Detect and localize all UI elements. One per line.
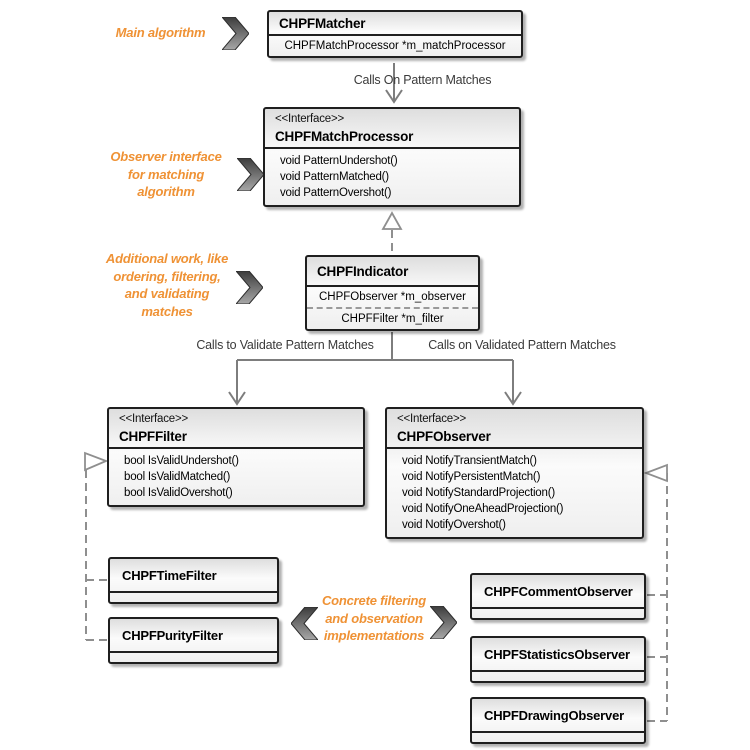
empty-compartment	[472, 670, 644, 681]
annotation-line: Additional work, like	[105, 251, 229, 266]
attribute-label: CHPFFilter *m_filter	[341, 313, 444, 325]
edge-matcher-to-matchprocessor	[385, 63, 403, 104]
chevron-right-icon	[430, 606, 457, 639]
annotation-line: Main algorithm	[115, 25, 206, 40]
method-label: void NotifyOneAheadProjection()	[402, 503, 564, 515]
empty-compartment	[110, 591, 277, 602]
class-box-chpfdrawingobserver: CHPFDrawingObserver	[470, 697, 646, 744]
annotation-line: matches	[141, 303, 193, 319]
annotation-line: implementations	[323, 628, 425, 643]
class-name: CHPFPurityFilter	[122, 628, 223, 643]
edge-observers-realize-chpfobserver	[643, 463, 668, 722]
methods-compartment: void NotifyTransientMatch() void NotifyP…	[387, 449, 642, 537]
class-header: CHPFIndicator	[307, 257, 478, 287]
method-label: bool IsValidOvershot()	[124, 487, 233, 499]
method-label: void NotifyPersistentMatch()	[402, 471, 541, 483]
method-label: void NotifyTransientMatch()	[402, 455, 537, 467]
class-name: CHPFMatcher	[279, 16, 366, 31]
class-box-chpfmatcher: CHPFMatcher CHPFMatchProcessor *m_matchP…	[267, 10, 523, 58]
class-box-chpfstatisticsobserver: CHPFStatisticsObserver	[470, 636, 646, 683]
class-name: CHPFIndicator	[317, 264, 409, 279]
method-label: bool IsValidUndershot()	[124, 455, 239, 467]
class-name: CHPFFilter	[119, 429, 187, 444]
annotation-line: algorithm	[137, 184, 195, 199]
class-name: CHPFObserver	[397, 429, 491, 444]
method-label: void PatternMatched()	[280, 171, 389, 183]
stereotype-label: <<Interface>>	[119, 413, 189, 425]
class-name: CHPFTimeFilter	[122, 568, 217, 583]
class-name: CHPFCommentObserver	[484, 584, 633, 599]
method-label: void NotifyOvershot()	[402, 519, 506, 531]
edge-label-calls-on-validated: Calls on Validated Pattern Matches	[428, 338, 616, 352]
attribute-label: CHPFObserver *m_observer	[307, 287, 478, 309]
annotation-line: and validating	[124, 286, 210, 301]
chevron-right-icon	[222, 17, 249, 50]
class-box-chpfobserver: <<Interface>> CHPFObserver void NotifyTr…	[385, 407, 644, 539]
stereotype-label: <<Interface>>	[397, 413, 467, 425]
class-box-chpfpurityfilter: CHPFPurityFilter	[108, 617, 279, 664]
edge-indicator-realizes-matchprocessor	[381, 211, 403, 255]
class-box-chpftimefilter: CHPFTimeFilter	[108, 557, 279, 604]
class-name: CHPFDrawingObserver	[484, 708, 624, 723]
class-box-chpfcommentobserver: CHPFCommentObserver	[470, 573, 646, 620]
edge-indicator-to-filter-and-observer	[228, 332, 522, 406]
empty-compartment	[110, 651, 277, 662]
annotation-line: Concrete filtering	[321, 593, 427, 608]
annotation-line: ordering, filtering,	[113, 268, 221, 284]
chevron-left-icon	[291, 607, 318, 640]
annotation-additional-work: Additional work, like ordering, filterin…	[92, 250, 242, 320]
class-header: <<Interface>> CHPFObserver	[387, 409, 642, 449]
edge-filters-realize-chpffilter	[84, 451, 109, 641]
class-box-chpfmatchprocessor: <<Interface>> CHPFMatchProcessor void Pa…	[263, 107, 521, 207]
class-name: CHPFMatchProcessor	[275, 129, 414, 144]
class-header: <<Interface>> CHPFMatchProcessor	[265, 109, 519, 149]
annotation-line: Observer interface	[110, 149, 222, 164]
empty-compartment	[472, 607, 644, 618]
class-header: CHPFMatcher	[269, 12, 521, 36]
annotation-main-algorithm: Main algorithm	[98, 24, 223, 42]
edge-label-calls-on-pattern-matches: Calls On Pattern Matches	[353, 73, 492, 87]
edge-label-calls-to-validate: Calls to Validate Pattern Matches	[196, 338, 374, 352]
methods-compartment: bool IsValidUndershot() bool IsValidMatc…	[109, 449, 363, 505]
class-box-chpfindicator: CHPFIndicator CHPFObserver *m_observer C…	[305, 255, 480, 331]
attribute-label: CHPFMatchProcessor *m_matchProcessor	[284, 40, 506, 52]
method-label: bool IsValidMatched()	[124, 471, 231, 483]
annotation-line: and observation	[325, 610, 423, 626]
method-label: void NotifyStandardProjection()	[402, 487, 555, 499]
method-label: void PatternOvershot()	[280, 187, 392, 199]
methods-compartment: void PatternUndershot() void PatternMatc…	[265, 149, 519, 205]
chevron-right-icon	[236, 271, 263, 304]
empty-compartment	[472, 731, 644, 742]
class-name: CHPFStatisticsObserver	[484, 647, 630, 662]
annotation-concrete-implementations: Concrete filtering and observation imple…	[314, 592, 434, 645]
annotation-observer-interface: Observer interface for matching algorith…	[96, 148, 236, 201]
method-label: void PatternUndershot()	[280, 155, 398, 167]
class-header: <<Interface>> CHPFFilter	[109, 409, 363, 449]
annotation-line: for matching	[127, 166, 205, 182]
class-box-chpffilter: <<Interface>> CHPFFilter bool IsValidUnd…	[107, 407, 365, 507]
chevron-right-icon	[237, 158, 264, 191]
stereotype-label: <<Interface>>	[275, 113, 345, 125]
